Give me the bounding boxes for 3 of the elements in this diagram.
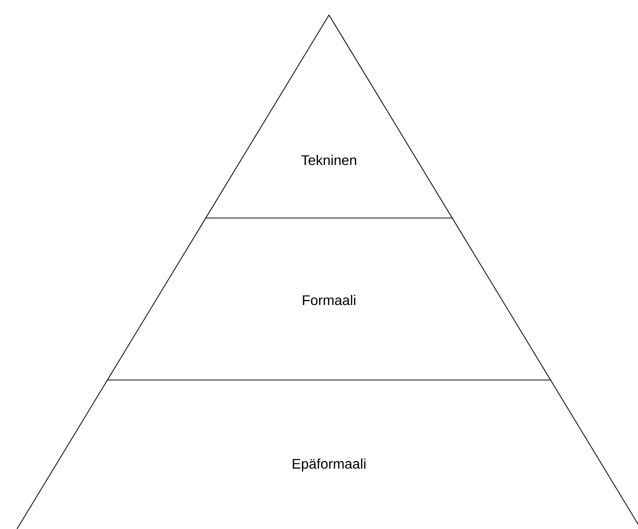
pyramid-tier: Epäformaali [16,380,638,529]
pyramid-tier: Formaali [107,218,552,380]
pyramid-tier: Tekninen [205,14,453,218]
